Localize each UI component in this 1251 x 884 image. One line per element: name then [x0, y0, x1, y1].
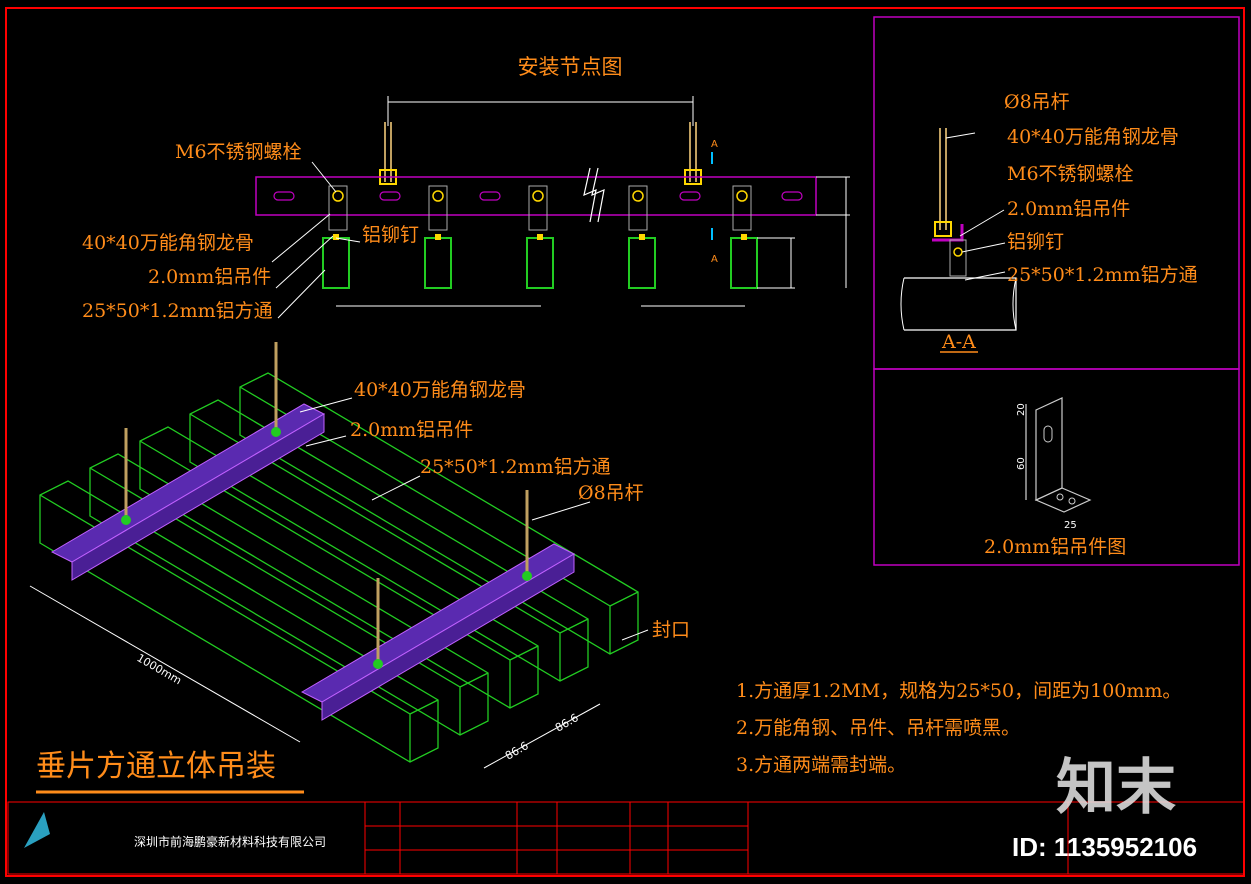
- drawing-frame: [5, 7, 1245, 877]
- iso-label-hanger: 2.0mm铝吊件: [350, 419, 473, 441]
- watermark-id: ID: 1135952106: [1012, 832, 1197, 862]
- section-label-hanger: 2.0mm铝吊件: [1007, 198, 1130, 220]
- iso-dim-length: 1000mm: [135, 651, 184, 687]
- section-title: A-A: [941, 331, 976, 353]
- note-3: 3.方通两端需封端。: [736, 754, 906, 776]
- iso-dim-gap-1: 86.6: [503, 739, 531, 763]
- section-label-keel: 40*40万能角钢龙骨: [1007, 126, 1179, 148]
- iso-label-cap: 封口: [652, 619, 690, 641]
- top-tube-5: [730, 237, 758, 289]
- note-2: 2.万能角钢、吊件、吊杆需喷黑。: [736, 717, 1020, 739]
- top-keel: [255, 176, 817, 216]
- top-view: 安装节点图: [82, 55, 850, 322]
- iso-view: 1000mm 86.6 86.6 40*40万能角钢龙骨 2.0mm铝吊件 25…: [29, 342, 690, 794]
- section-frame: [873, 16, 1240, 370]
- hanger-view: 20 60 25 2.0mm铝吊件图: [873, 368, 1240, 566]
- note-1: 1.方通厚1.2MM，规格为25*50，间距为100mm。: [736, 680, 1181, 702]
- iso-dim-gap-2: 86.6: [553, 711, 581, 735]
- section-mark-bottom: A: [711, 254, 718, 265]
- section-view: Ø8吊杆 40*40万能角钢龙骨 M6不锈钢螺栓 2.0mm铝吊件 铝铆钉 25…: [873, 16, 1240, 370]
- top-label-tube: 25*50*1.2mm铝方通: [82, 300, 273, 322]
- section-label-rod: Ø8吊杆: [1004, 91, 1070, 113]
- top-label-rivet: 铝铆钉: [362, 224, 419, 246]
- iso-title: 垂片方通立体吊装: [36, 749, 276, 784]
- hanger-frame: [873, 368, 1240, 566]
- top-tube-4: [628, 237, 656, 289]
- iso-label-keel: 40*40万能角钢龙骨: [354, 379, 526, 401]
- top-label-bolt: M6不锈钢螺栓: [175, 141, 302, 163]
- company-name: 深圳市前海鹏豪新材料科技有限公司: [134, 834, 326, 849]
- top-tube-1: [322, 237, 350, 289]
- title-block: [7, 801, 1245, 875]
- hanger-title: 2.0mm铝吊件图: [984, 536, 1126, 558]
- iso-tubes: [39, 372, 639, 763]
- iso-label-tube: 25*50*1.2mm铝方通: [420, 456, 611, 478]
- hanger-dim-25: 25: [1064, 520, 1077, 531]
- watermark-brand: 知末: [1056, 753, 1176, 823]
- iso-keel-front: [300, 543, 576, 703]
- iso-label-rod: Ø8吊杆: [578, 482, 644, 504]
- company-logo: [24, 812, 50, 848]
- hanger-dim-20: 20: [1016, 403, 1027, 416]
- top-label-hanger: 2.0mm铝吊件: [148, 266, 271, 288]
- section-label-tube: 25*50*1.2mm铝方通: [1007, 264, 1198, 286]
- top-tube-2: [424, 237, 452, 289]
- top-view-title: 安装节点图: [518, 55, 623, 79]
- section-mark-top: A: [711, 139, 718, 150]
- top-tube-3: [526, 237, 554, 289]
- iso-keel-back: [50, 403, 326, 563]
- top-label-keel: 40*40万能角钢龙骨: [82, 232, 254, 254]
- section-label-rivet: 铝铆钉: [1007, 231, 1064, 253]
- notes: 1.方通厚1.2MM，规格为25*50，间距为100mm。 2.万能角钢、吊件、…: [736, 680, 1181, 776]
- hanger-dim-60: 60: [1016, 457, 1027, 470]
- section-label-bolt: M6不锈钢螺栓: [1007, 163, 1134, 185]
